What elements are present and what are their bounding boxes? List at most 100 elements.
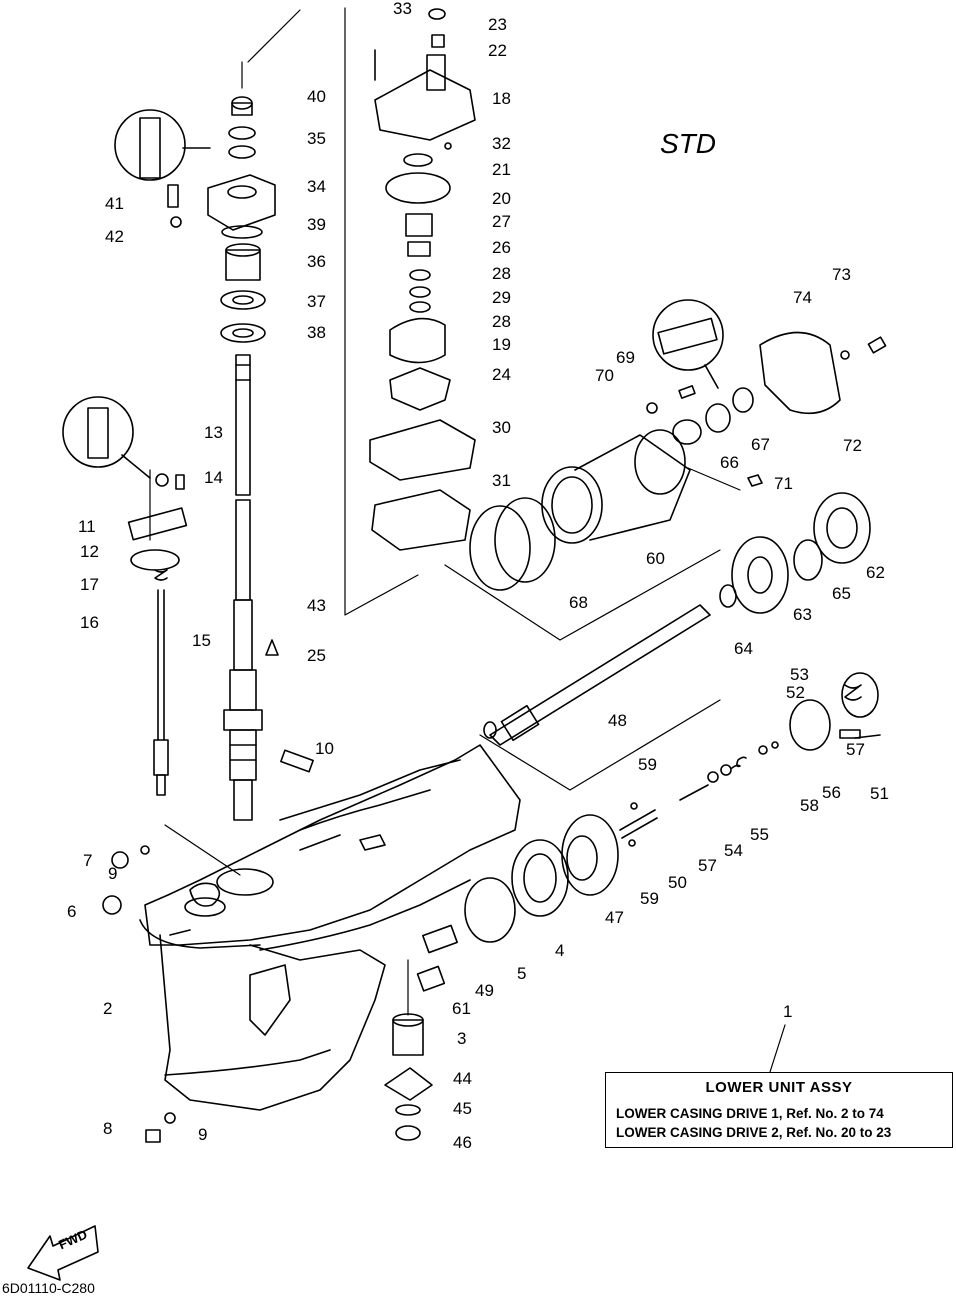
part-callout-74: 74 [793, 288, 812, 307]
part-callout-27: 27 [492, 212, 511, 231]
small-fasteners [102, 184, 887, 1143]
part-callout-68: 68 [569, 593, 588, 612]
propeller-shaft-housing [541, 331, 841, 544]
part-callout-69: 69 [616, 348, 635, 367]
part-callout-34: 34 [307, 177, 326, 196]
part-callout-33: 33 [393, 0, 412, 18]
legend-title: LOWER UNIT ASSY [705, 1079, 853, 1096]
legend-line: LOWER CASING DRIVE 1, Ref. No. 2 to 74 [616, 1106, 884, 1121]
part-callout-71: 71 [774, 474, 793, 493]
part-callout-59: 59 [638, 755, 657, 774]
part-callout-35: 35 [307, 129, 326, 148]
part-callout-11: 11 [78, 517, 96, 536]
part-callout-15: 15 [192, 631, 211, 650]
part-callout-7: 7 [83, 851, 93, 870]
part-callout-20: 20 [492, 189, 511, 208]
part-callout-29: 29 [492, 288, 511, 307]
part-callout-16: 16 [80, 613, 99, 632]
part-callout-65: 65 [832, 584, 851, 603]
part-callout-42: 42 [105, 227, 124, 246]
part-callout-24: 24 [492, 365, 511, 384]
part-callout-54: 54 [724, 841, 743, 860]
detail-callout-circles [62, 109, 724, 479]
part-callout-28: 28 [492, 264, 511, 283]
part-callout-25: 25 [307, 646, 326, 665]
part-callout-6: 6 [67, 902, 77, 921]
part-callout-51: 51 [870, 784, 889, 803]
part-callout-47: 47 [605, 908, 624, 927]
legend-line: LOWER CASING DRIVE 2, Ref. No. 20 to 23 [616, 1125, 892, 1140]
variant-label: STD [660, 128, 716, 159]
shift-rod-part [153, 569, 169, 796]
part-callout-45: 45 [453, 1099, 472, 1118]
part-callout-50: 50 [668, 873, 687, 892]
fwd-arrow-icon [27, 1225, 99, 1281]
part-callout-49: 49 [475, 981, 494, 1000]
part-callout-38: 38 [307, 323, 326, 342]
part-callout-41: 41 [105, 194, 124, 213]
part-callout-30: 30 [492, 418, 511, 437]
part-callout-21: 21 [492, 160, 511, 179]
forward-gear-part [719, 492, 871, 614]
part-callout-61: 61 [452, 999, 471, 1018]
part-callout-62: 62 [866, 563, 885, 582]
part-callout-57: 57 [698, 856, 717, 875]
part-callout-55: 55 [750, 825, 769, 844]
part-callout-26: 26 [492, 238, 511, 257]
part-callout-9: 9 [108, 864, 118, 883]
part-callout-2: 2 [103, 999, 113, 1018]
part-callout-56: 56 [822, 783, 841, 802]
part-callout-64: 64 [734, 639, 753, 658]
part-callout-23: 23 [488, 15, 507, 34]
part-callout-10: 10 [315, 739, 334, 758]
part-callout-4: 4 [555, 941, 565, 960]
part-callout-72: 72 [843, 436, 862, 455]
part-callout-46: 46 [453, 1133, 472, 1152]
part-callout-13: 13 [204, 423, 223, 442]
part-callout-32: 32 [492, 134, 511, 153]
part-callout-17: 17 [80, 575, 99, 594]
part-callout-12: 12 [80, 542, 99, 561]
lower-casing-part [139, 744, 521, 1111]
part-callout-44: 44 [453, 1069, 472, 1088]
part-callout-70: 70 [595, 366, 614, 385]
clutch-assembly [619, 672, 881, 839]
part-callout-3: 3 [457, 1029, 467, 1048]
part-callout-8: 8 [103, 1119, 113, 1138]
part-callout-1: 1 [783, 1002, 793, 1021]
part-callout-31: 31 [492, 471, 511, 490]
part-callout-48: 48 [608, 711, 627, 730]
propeller-shaft-part [483, 604, 711, 746]
part-callout-28: 28 [492, 312, 511, 331]
reverse-gear-part [464, 814, 619, 943]
part-callout-9: 9 [198, 1125, 208, 1144]
legend-box: LOWER UNIT ASSY LOWER CASING DRIVE 1, Re… [605, 1072, 953, 1148]
part-callout-40: 40 [307, 87, 326, 106]
driveshaft-part [223, 354, 263, 821]
part-callout-59: 59 [640, 889, 659, 908]
part-callout-52: 52 [786, 683, 805, 702]
part-callout-63: 63 [793, 605, 812, 624]
part-callout-18: 18 [492, 89, 511, 108]
part-callout-73: 73 [832, 265, 851, 284]
o-ring-pair [469, 497, 556, 591]
bearing-housing-stack [207, 96, 276, 343]
part-callout-14: 14 [204, 468, 223, 487]
leader-lines [149, 7, 786, 1073]
part-callout-5: 5 [517, 964, 527, 983]
part-callout-37: 37 [307, 292, 326, 311]
part-callout-60: 60 [646, 549, 665, 568]
part-callout-19: 19 [492, 335, 511, 354]
part-callout-22: 22 [488, 41, 507, 60]
part-callout-57: 57 [846, 740, 865, 759]
part-callout-36: 36 [307, 252, 326, 271]
part-callout-58: 58 [800, 796, 819, 815]
water-pump-stack [369, 8, 476, 551]
pinion-gear-part [384, 924, 458, 1141]
part-callout-66: 66 [720, 453, 739, 472]
part-callout-43: 43 [307, 596, 326, 615]
part-callout-67: 67 [751, 435, 770, 454]
part-callout-39: 39 [307, 215, 326, 234]
part-callout-53: 53 [790, 665, 809, 684]
